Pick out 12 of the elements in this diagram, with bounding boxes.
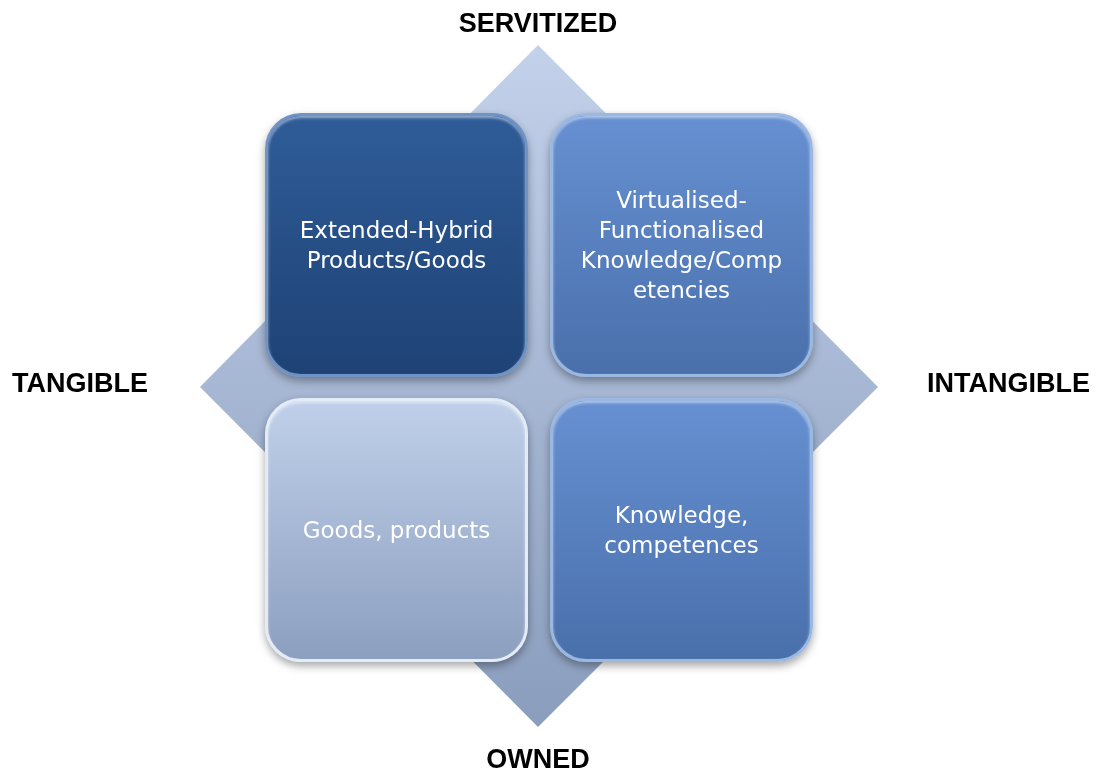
axis-label: INTANGIBLE bbox=[927, 368, 1090, 399]
quadrant-box bbox=[265, 398, 528, 662]
quadrant-label: Virtualised-Functionalised Knowledge/Competencies bbox=[579, 186, 784, 305]
axis-label: TANGIBLE bbox=[12, 368, 148, 399]
quadrant-label: Extended-Hybrid Products/Goods bbox=[298, 216, 495, 275]
quadrant-box bbox=[265, 113, 528, 377]
quadrant-box bbox=[550, 113, 813, 377]
axis-label: OWNED bbox=[486, 744, 590, 775]
quadrant-label: Goods, products bbox=[302, 516, 491, 545]
quadrant-label: Knowledge, competences bbox=[603, 501, 760, 560]
axis-label: SERVITIZED bbox=[458, 8, 618, 39]
quadrant-box bbox=[550, 398, 813, 662]
